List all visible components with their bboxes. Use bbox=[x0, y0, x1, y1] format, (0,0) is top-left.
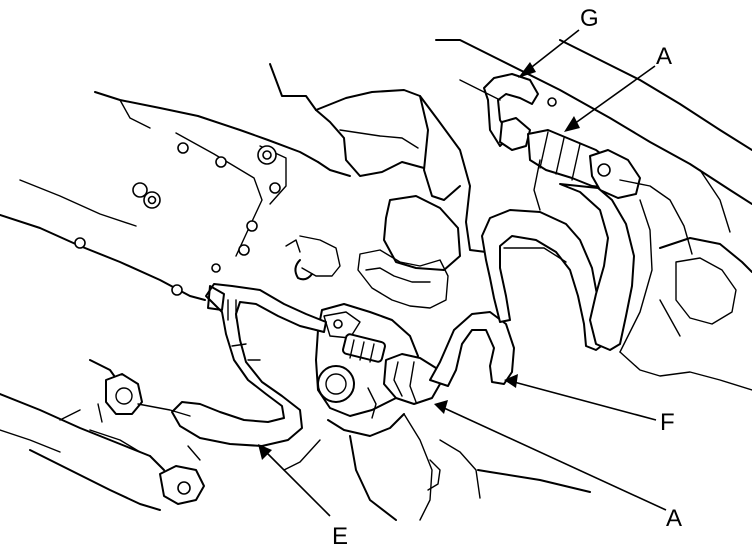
valve-a-upper bbox=[559, 149, 641, 351]
throttle-body bbox=[283, 303, 591, 521]
intake-manifold-cover bbox=[0, 63, 351, 301]
callout-g: G bbox=[580, 5, 599, 32]
callout-a-bottom: A bbox=[666, 505, 682, 532]
engine-block-center bbox=[285, 89, 495, 309]
valve-a-lower bbox=[342, 333, 441, 405]
engine-right-body bbox=[435, 39, 752, 391]
callout-a-top: A bbox=[656, 43, 672, 70]
hose-f bbox=[429, 209, 605, 387]
hose-e bbox=[171, 283, 327, 447]
callout-leaders bbox=[258, 29, 667, 517]
callout-f: F bbox=[660, 409, 675, 436]
lower-left-structure bbox=[0, 359, 205, 511]
callout-e: E bbox=[332, 523, 348, 550]
